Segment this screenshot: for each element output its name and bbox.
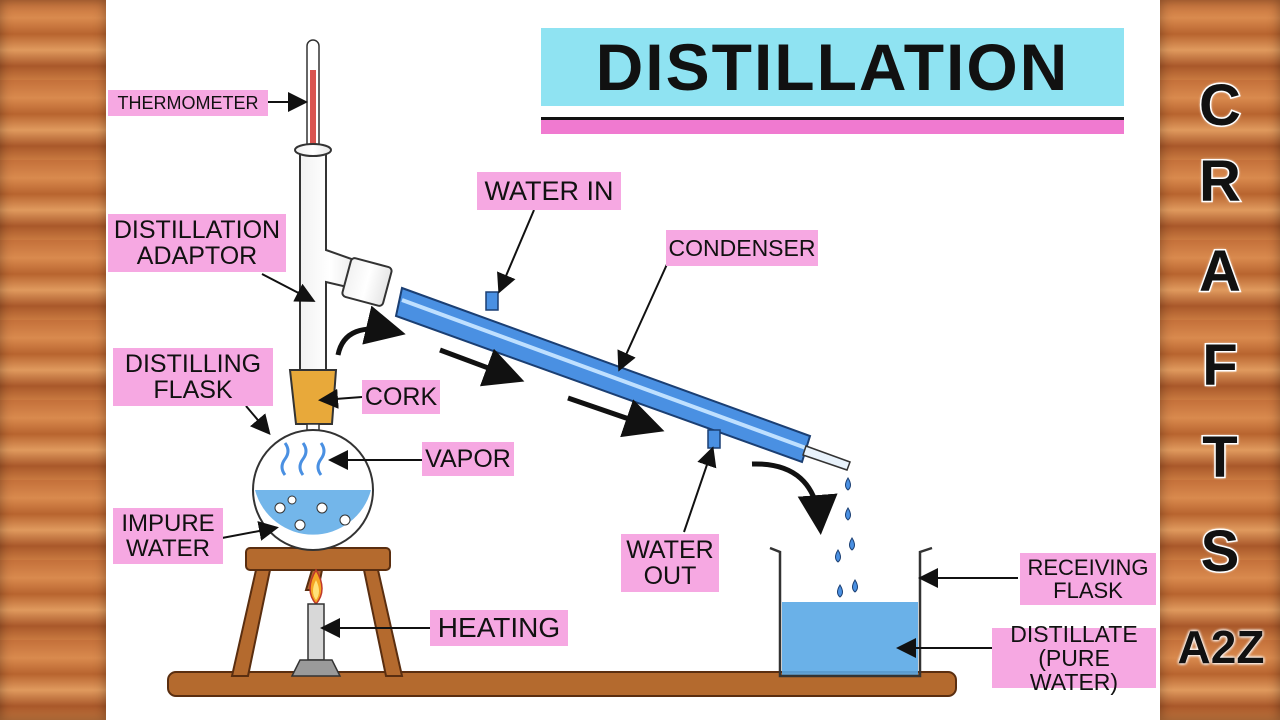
label-thermometer: THERMOMETER	[108, 90, 268, 116]
brand-letter: R	[1198, 148, 1243, 216]
receiving-beaker	[769, 546, 933, 678]
label-water-out: WATER OUT	[621, 534, 719, 592]
distillate-drops	[835, 477, 858, 598]
label-heating: HEATING	[430, 610, 568, 646]
wood-background-right	[1160, 0, 1280, 720]
label-distillate: DISTILLATE (PURE WATER)	[992, 622, 1156, 694]
page-title: DISTILLATION	[595, 30, 1070, 104]
tripod-stand	[230, 547, 404, 677]
brand-suffix: A2Z	[1177, 621, 1265, 673]
label-distilling-flask: DISTILLING FLASK	[113, 348, 273, 406]
distillation-adaptor	[294, 143, 393, 371]
label-condenser: CONDENSER	[666, 230, 818, 266]
burner	[290, 568, 342, 677]
label-vapor: VAPOR	[422, 442, 514, 476]
flow-arrows	[335, 305, 838, 535]
title-underline	[541, 117, 1124, 134]
title-banner: DISTILLATION	[541, 28, 1124, 106]
label-impure-water: IMPURE WATER	[113, 508, 223, 564]
brand-letter: T	[1201, 424, 1239, 492]
label-receiving-flask: RECEIVING FLASK	[1020, 553, 1156, 605]
distilling-flask	[252, 429, 374, 551]
label-leader-lines	[221, 92, 1018, 658]
table-board	[167, 671, 957, 697]
label-cork: CORK	[362, 380, 440, 414]
brand-letter: F	[1201, 332, 1239, 400]
wood-background-left	[0, 0, 106, 720]
label-water-in: WATER IN	[477, 172, 621, 210]
cork	[288, 369, 338, 439]
condenser-tube	[394, 286, 851, 471]
brand-letter: C	[1198, 72, 1243, 140]
brand-letter: A	[1198, 238, 1243, 306]
brand-letter: S	[1199, 518, 1241, 586]
label-distillation-adaptor: DISTILLATION ADAPTOR	[108, 214, 286, 272]
